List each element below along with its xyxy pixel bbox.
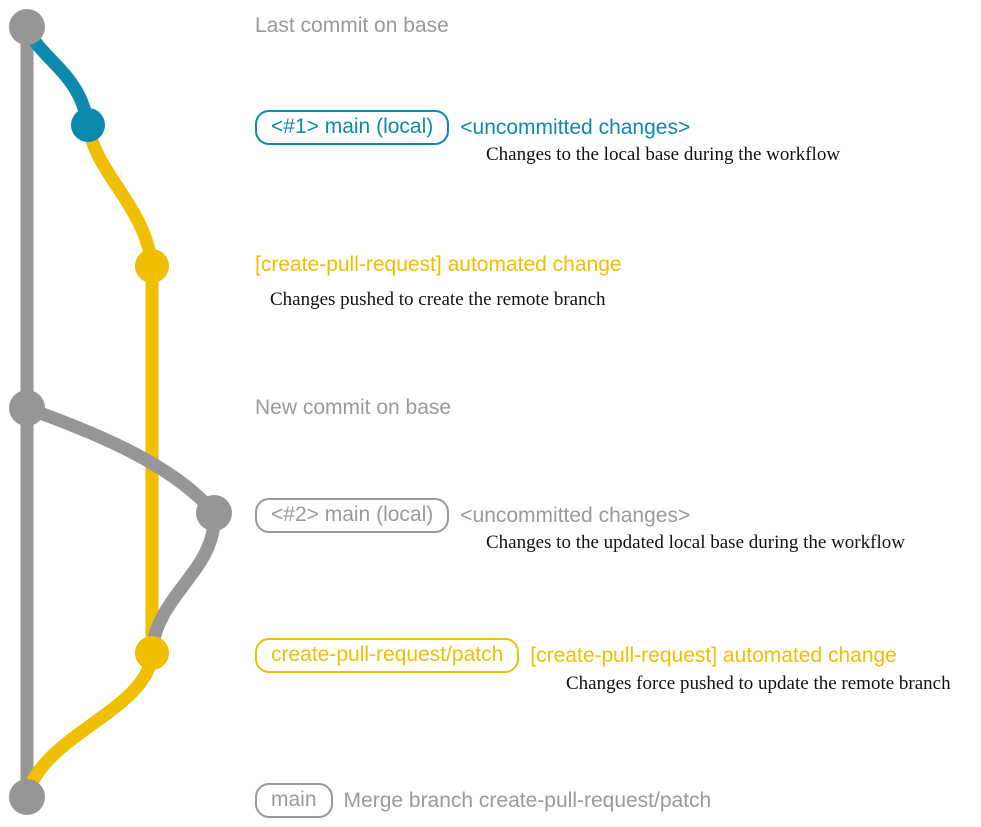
ref-tag-main-local-2[interactable]: <#2> main (local) xyxy=(255,498,450,533)
commit-detail-c5: Changes to the updated local base during… xyxy=(486,532,905,553)
commit-subject-c1: Last commit on base xyxy=(255,14,449,37)
commit-node-c5[interactable] xyxy=(196,495,232,531)
commit-detail-c2: Changes to the local base during the wor… xyxy=(486,144,841,165)
commit-row-c6: create-pull-request/patch [create-pull-r… xyxy=(255,638,897,673)
edge-local2-to-yellow-patch xyxy=(145,506,221,660)
commit-detail-c6: Changes force pushed to update the remot… xyxy=(566,673,951,694)
commit-node-c1[interactable] xyxy=(9,9,45,45)
commit-node-c6[interactable] xyxy=(135,636,169,670)
commit-subject-c5: <uncommitted changes> xyxy=(460,503,691,527)
edge-blue-to-yellow xyxy=(81,118,159,273)
edge-yellow-patch-to-merge xyxy=(20,646,159,804)
commit-node-c3[interactable] xyxy=(135,249,169,283)
commit-node-c2[interactable] xyxy=(71,108,105,142)
commit-node-c4[interactable] xyxy=(9,390,45,426)
commit-subject-c7: Merge branch create-pull-request/patch xyxy=(343,788,712,812)
commit-row-c7: main Merge branch create-pull-request/pa… xyxy=(255,783,711,818)
commit-row-c3: [create-pull-request] automated change xyxy=(255,253,622,277)
ref-tag-main-local-1[interactable]: <#1> main (local) xyxy=(255,110,450,145)
ref-tag-create-pull-request-patch[interactable]: create-pull-request/patch xyxy=(255,638,520,673)
commit-row-c4: New commit on base xyxy=(255,396,451,420)
edge-base-to-local2 xyxy=(20,401,221,520)
ref-tag-main[interactable]: main xyxy=(255,783,333,818)
commit-subject-c4: New commit on base xyxy=(255,396,452,419)
commit-row-c2: <#1> main (local) <uncommitted changes> xyxy=(255,110,690,145)
commit-subject-c6: [create-pull-request] automated change xyxy=(530,643,897,667)
commit-detail-c3: Changes pushed to create the remote bran… xyxy=(270,289,606,310)
commit-node-c7[interactable] xyxy=(9,779,45,815)
commit-row-c1: Last commit on base xyxy=(255,14,449,38)
commit-subject-c3: [create-pull-request] automated change xyxy=(255,253,622,276)
commit-row-c5: <#2> main (local) <uncommitted changes> xyxy=(255,498,690,533)
commit-subject-c2: <uncommitted changes> xyxy=(460,115,691,139)
